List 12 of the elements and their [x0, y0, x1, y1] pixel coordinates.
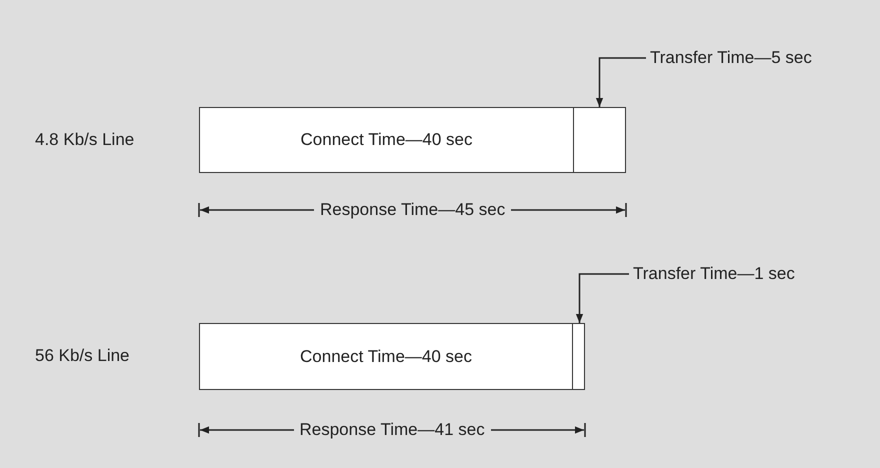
dimension-label: Response Time—45 sec	[314, 200, 512, 220]
callout-text: Transfer Time—1 sec	[633, 263, 843, 285]
bar-segment	[572, 323, 585, 390]
leader-line	[576, 273, 629, 323]
time-bar: Connect Time—40 sec	[199, 323, 573, 390]
dimension-label: Response Time—41 sec	[294, 420, 491, 440]
leader-line	[596, 57, 646, 107]
callout-text: Transfer Time—5 sec	[650, 47, 860, 69]
row-label: 4.8 Kb/s Line	[35, 130, 134, 150]
time-bar: Connect Time—40 sec	[199, 107, 574, 173]
bar-segment	[573, 107, 626, 173]
row-label: 56 Kb/s Line	[35, 346, 130, 366]
